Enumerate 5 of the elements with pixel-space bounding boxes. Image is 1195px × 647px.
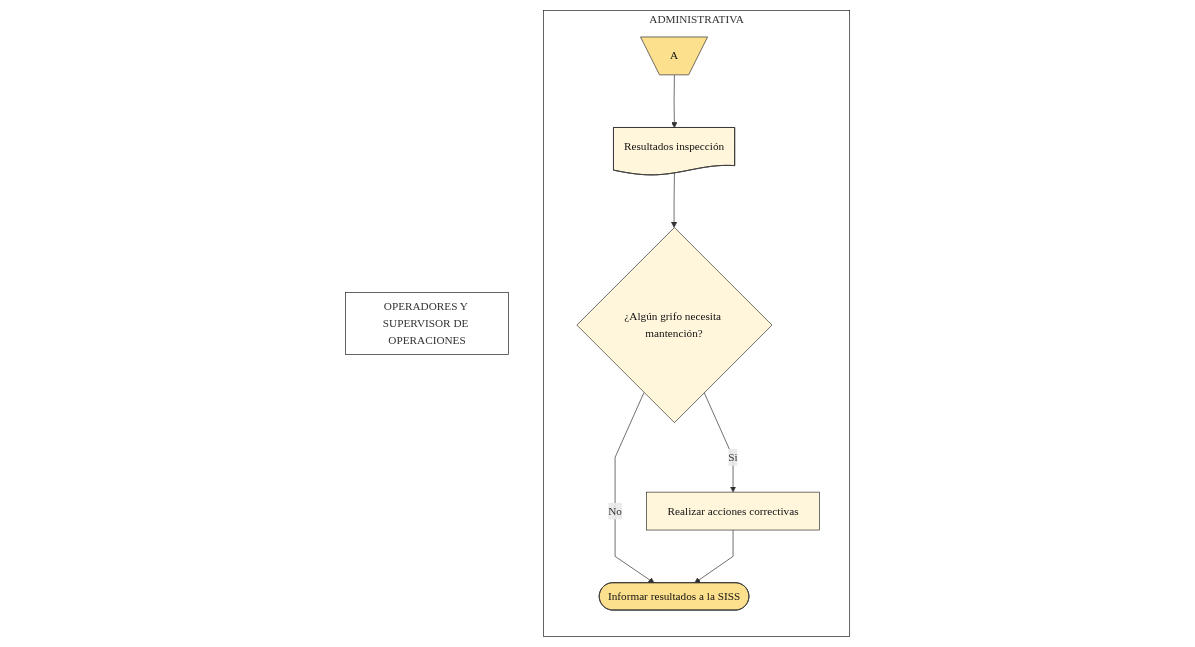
node-diamond: ¿Algún grifo necesita mantención? bbox=[576, 227, 773, 423]
edge-label: Si bbox=[728, 451, 738, 464]
node-box: OPERADORES Y SUPERVISOR DE OPERACIONES bbox=[345, 292, 509, 355]
node-box: Realizar acciones correctivas bbox=[646, 491, 820, 531]
edge-label: No bbox=[608, 504, 622, 517]
